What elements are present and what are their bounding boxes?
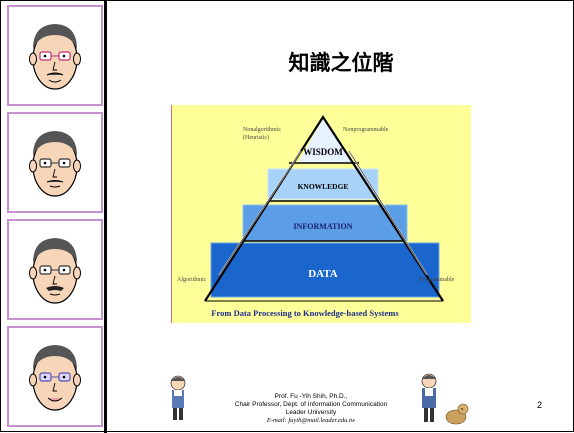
cartoon-face-icon (29, 131, 81, 197)
label-information: INFORMATION (294, 222, 353, 231)
page-number: 2 (537, 400, 543, 410)
label-programmable: Programmable (419, 277, 455, 283)
knowledge-pyramid-diagram: WISDOM KNOWLEDGE INFORMATION DATA Nonalg… (171, 105, 471, 323)
level-data (210, 242, 440, 298)
diagram-caption: From Data Processing to Knowledge-based … (211, 308, 399, 318)
sidebar-divider (104, 1, 107, 433)
slide-footer: Prof. Fu -Yih Shih, Ph.D., Chair Profess… (201, 393, 421, 425)
portrait-tile (7, 5, 103, 106)
label-nonalgorithmic: Nonalgorithmic (243, 127, 281, 133)
label-wisdom: WISDOM (303, 147, 343, 157)
portrait-tile (7, 326, 103, 427)
label-nonprogrammable: Nonprogrammable (343, 127, 389, 133)
portrait-tile (7, 112, 103, 213)
label-heuristic: (Heuristic) (243, 134, 269, 141)
footer-name: Prof. Fu -Yih Shih, Ph.D., (274, 393, 348, 400)
footer-email: E-mail: fuyih@mail.leader.edu.tw (266, 417, 356, 424)
level-wisdom (298, 119, 352, 163)
label-algorithmic: Algorithmic (177, 277, 207, 283)
footer-position: Chair Professor, Dept. of Information Co… (234, 401, 388, 408)
level-information (242, 204, 408, 242)
cartoon-face-icon (29, 24, 81, 90)
cartoon-face-icon (29, 238, 81, 304)
label-knowledge: KNOWLEDGE (298, 182, 349, 191)
portrait-sidebar (4, 3, 105, 431)
portrait-tile (7, 219, 103, 320)
label-data: DATA (308, 268, 338, 280)
professor-figure-icon (170, 375, 186, 420)
cartoon-face-icon (29, 345, 81, 411)
footer-university: Leader University (285, 409, 337, 416)
professor-with-dog-icon (421, 373, 469, 425)
slide-title: 知識之位階 (288, 51, 394, 75)
